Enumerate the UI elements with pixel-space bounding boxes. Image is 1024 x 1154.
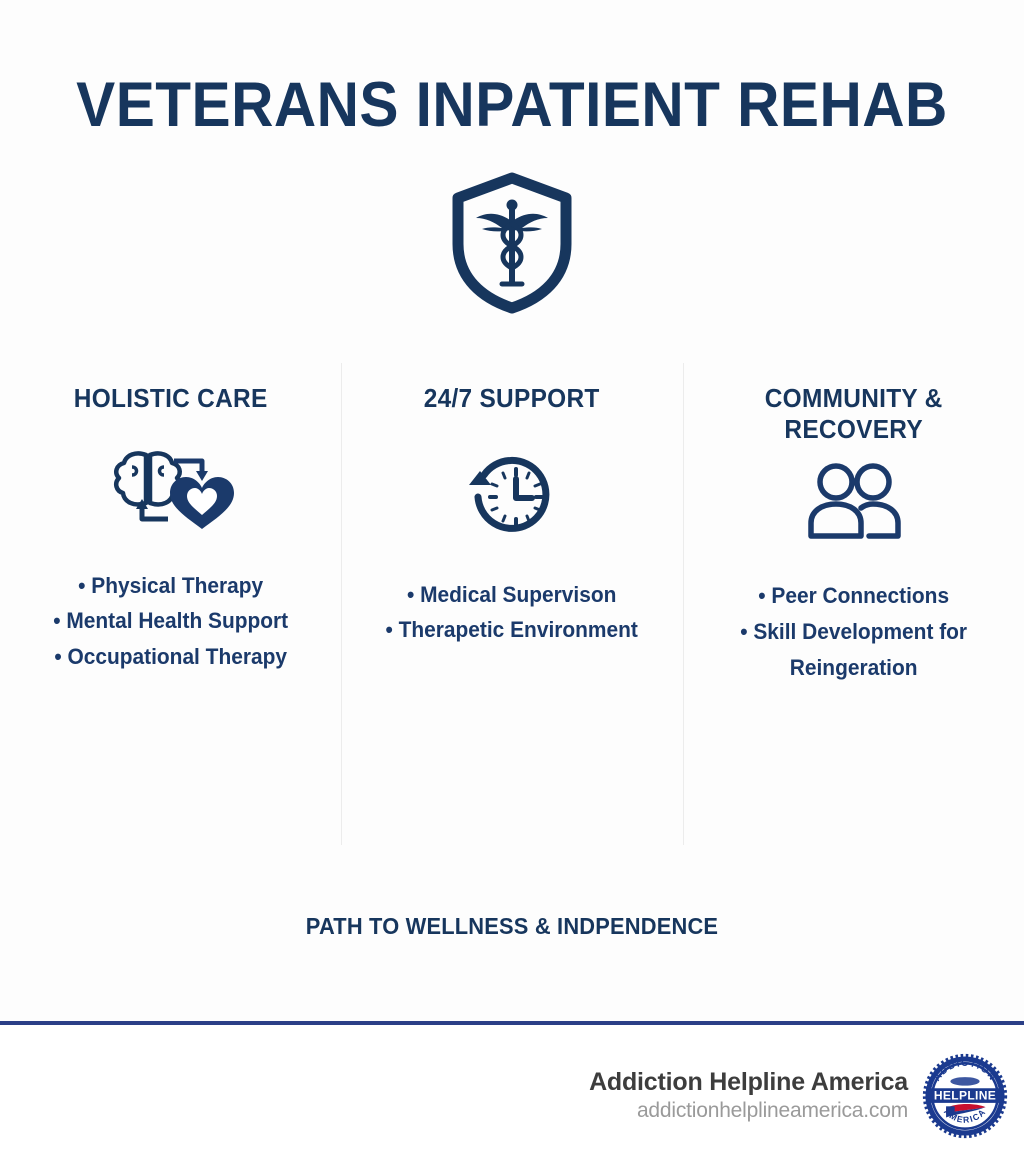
column-icon-container [359, 442, 664, 550]
addiction-helpline-america-seal-logo[interactable]: ADDICTION AMERICA HELPLINE [922, 1053, 1008, 1139]
column-title-community-recovery: COMMUNITY & RECOVERY [710, 383, 997, 444]
list-item-continuation: Reingeration [789, 654, 918, 680]
brand-text-block: Addiction Helpline America addictionhelp… [589, 1068, 908, 1124]
column-title-holistic-care: HOLISTIC CARE [73, 383, 268, 413]
column-support: 24/7 SUPPORT [341, 363, 682, 853]
list-item: Physical Therapy [26, 568, 316, 604]
brand-url[interactable]: addictionhelplineamerica.com [636, 1099, 908, 1123]
list-item: Peer Connections [708, 578, 998, 614]
tagline: PATH TO WELLNESS & INDPENDENCE [305, 913, 719, 939]
two-people-icon [803, 460, 903, 549]
column-icon-container [701, 450, 1006, 558]
svg-text:HELPLINE: HELPLINE [934, 1088, 996, 1102]
clock-arrow-icon [464, 445, 560, 546]
footer: Addiction Helpline America addictionhelp… [0, 1025, 1024, 1154]
shield-caduceus-icon [448, 172, 576, 319]
list-item: Therapetic Environment [367, 612, 657, 648]
column-community-recovery: COMMUNITY & RECOVERY Peer Connections Sk… [682, 363, 1024, 853]
column-title-line-2: RECOVERY [784, 413, 923, 444]
bullet-list-community-recovery: Peer Connections Skill Development for R… [701, 578, 1006, 685]
column-holistic-care: HOLISTIC CARE [0, 363, 341, 853]
column-title-line-1: COMMUNITY & [764, 383, 943, 413]
brand-name: Addiction Helpline America [589, 1067, 908, 1096]
feature-columns: HOLISTIC CARE [0, 363, 1024, 853]
column-icon-container [18, 440, 323, 548]
bullet-list-holistic-care: Physical Therapy Mental Health Support O… [18, 568, 323, 675]
brain-heart-cycle-icon [108, 445, 234, 542]
hero-icon-container [0, 172, 1024, 319]
page-title: VETERANS INPATIENT REHAB [76, 70, 948, 140]
bullet-list-support: Medical Supervison Therapetic Environmen… [359, 577, 664, 648]
list-item: Medical Supervison [367, 577, 657, 613]
footer-branding: Addiction Helpline America addictionhelp… [589, 1053, 1008, 1139]
footer-divider [0, 1021, 1024, 1025]
column-title-support: 24/7 SUPPORT [424, 383, 600, 413]
list-item: Occupational Therapy [26, 639, 316, 675]
list-item: Skill Development for [708, 614, 998, 650]
list-item: Mental Health Support [26, 603, 316, 639]
